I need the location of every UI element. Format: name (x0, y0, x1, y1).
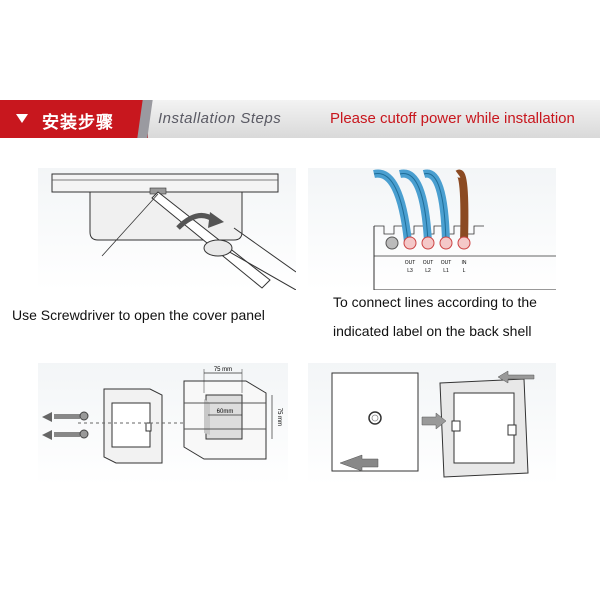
terminal-label-top: IN (462, 260, 467, 266)
terminal-label-top: OUT (441, 260, 452, 266)
dim-height-label: 75 mm (276, 408, 282, 426)
step2-illustration: OUT L3 OUT L2 OUT L1 IN L (308, 168, 556, 290)
terminal-label-bottom: L (463, 268, 466, 274)
step3-illustration: 75 mm 60mm 75 mm (38, 363, 288, 485)
step4-illustration (308, 363, 556, 485)
dim-width-label: 75 mm (214, 367, 232, 373)
triangle-down-icon (16, 114, 28, 123)
terminal-label-top: OUT (405, 260, 416, 266)
header-title-en: Installation Steps (158, 110, 282, 127)
installation-header: 安装步骤 Installation Steps Please cutoff po… (0, 100, 600, 138)
header-gray-band (140, 100, 600, 138)
terminal-label-top: OUT (423, 260, 434, 266)
dim-depth-label: 60mm (217, 409, 234, 415)
terminal-label-bottom: L2 (425, 268, 431, 274)
terminal-label-bottom: L3 (407, 268, 413, 274)
step1-caption: Use Screwdriver to open the cover panel (12, 307, 265, 323)
terminal-label-bottom: L1 (443, 268, 449, 274)
step2-caption-line1: To connect lines according to the (333, 294, 537, 310)
power-warning: Please cutoff power while installation (330, 110, 575, 127)
header-title-cn: 安装步骤 (42, 113, 114, 133)
step2-caption-line2: indicated label on the back shell (333, 323, 532, 339)
step1-illustration (38, 168, 296, 290)
